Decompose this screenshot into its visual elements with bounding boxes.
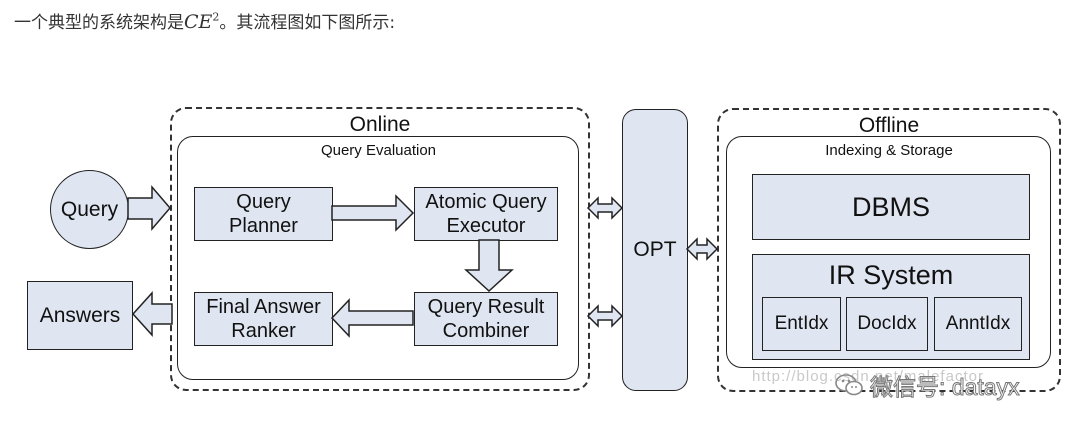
atomic-query-executor-label: Atomic Query Executor bbox=[425, 191, 547, 237]
online-label: Online bbox=[349, 113, 411, 136]
anntidx-box: AnntIdx bbox=[934, 297, 1022, 351]
entidx-box: EntIdx bbox=[762, 297, 841, 351]
query-result-combiner-box: Query Result Combiner bbox=[414, 292, 558, 346]
arrow-planner-to-executor bbox=[331, 194, 415, 232]
arrow-opt-offline bbox=[685, 237, 719, 261]
opt-node: OPT bbox=[622, 109, 688, 391]
intro-prefix: 一个典型的系统架构是 bbox=[14, 13, 184, 33]
wechat-icon bbox=[834, 372, 864, 398]
query-planner-box: Query Planner bbox=[194, 187, 333, 241]
arrow-combiner-to-ranker bbox=[330, 298, 414, 338]
arrow-online-opt-top bbox=[586, 196, 624, 220]
ir-system-label: IR System bbox=[828, 260, 954, 290]
intro-suffix: 。其流程图如下图所示: bbox=[219, 13, 396, 33]
dbms-box: DBMS bbox=[752, 174, 1030, 240]
watermark-url: http://blog.csdn.net/malefactor bbox=[752, 368, 984, 385]
final-answer-ranker-label: Final Answer Ranker bbox=[206, 296, 321, 342]
online-region bbox=[170, 107, 590, 391]
arrow-online-to-answers bbox=[131, 291, 173, 337]
answers-node: Answers bbox=[27, 281, 133, 350]
arrow-online-opt-bottom bbox=[586, 304, 624, 328]
math-expression: CE2 bbox=[184, 11, 219, 33]
math-superscript: 2 bbox=[212, 10, 220, 24]
math-base: CE bbox=[184, 11, 213, 33]
indexing-storage-label: Indexing & Storage bbox=[825, 142, 953, 159]
arrow-executor-to-combiner bbox=[464, 239, 514, 293]
watermark-wechat-text: 微信号: datayx bbox=[870, 374, 1021, 401]
watermark-wechat: 微信号: datayx bbox=[834, 368, 1020, 402]
query-node: Query bbox=[50, 170, 129, 249]
docidx-box: DocIdx bbox=[846, 297, 928, 351]
offline-label: Offline bbox=[858, 114, 920, 137]
arrow-query-to-online bbox=[127, 184, 171, 232]
query-evaluation-label: Query Evaluation bbox=[320, 142, 437, 159]
query-planner-label: Query Planner bbox=[229, 191, 298, 237]
query-result-combiner-label: Query Result Combiner bbox=[427, 296, 545, 342]
intro-text: 一个典型的系统架构是CE2。其流程图如下图所示: bbox=[14, 8, 395, 33]
offline-region bbox=[717, 108, 1061, 392]
